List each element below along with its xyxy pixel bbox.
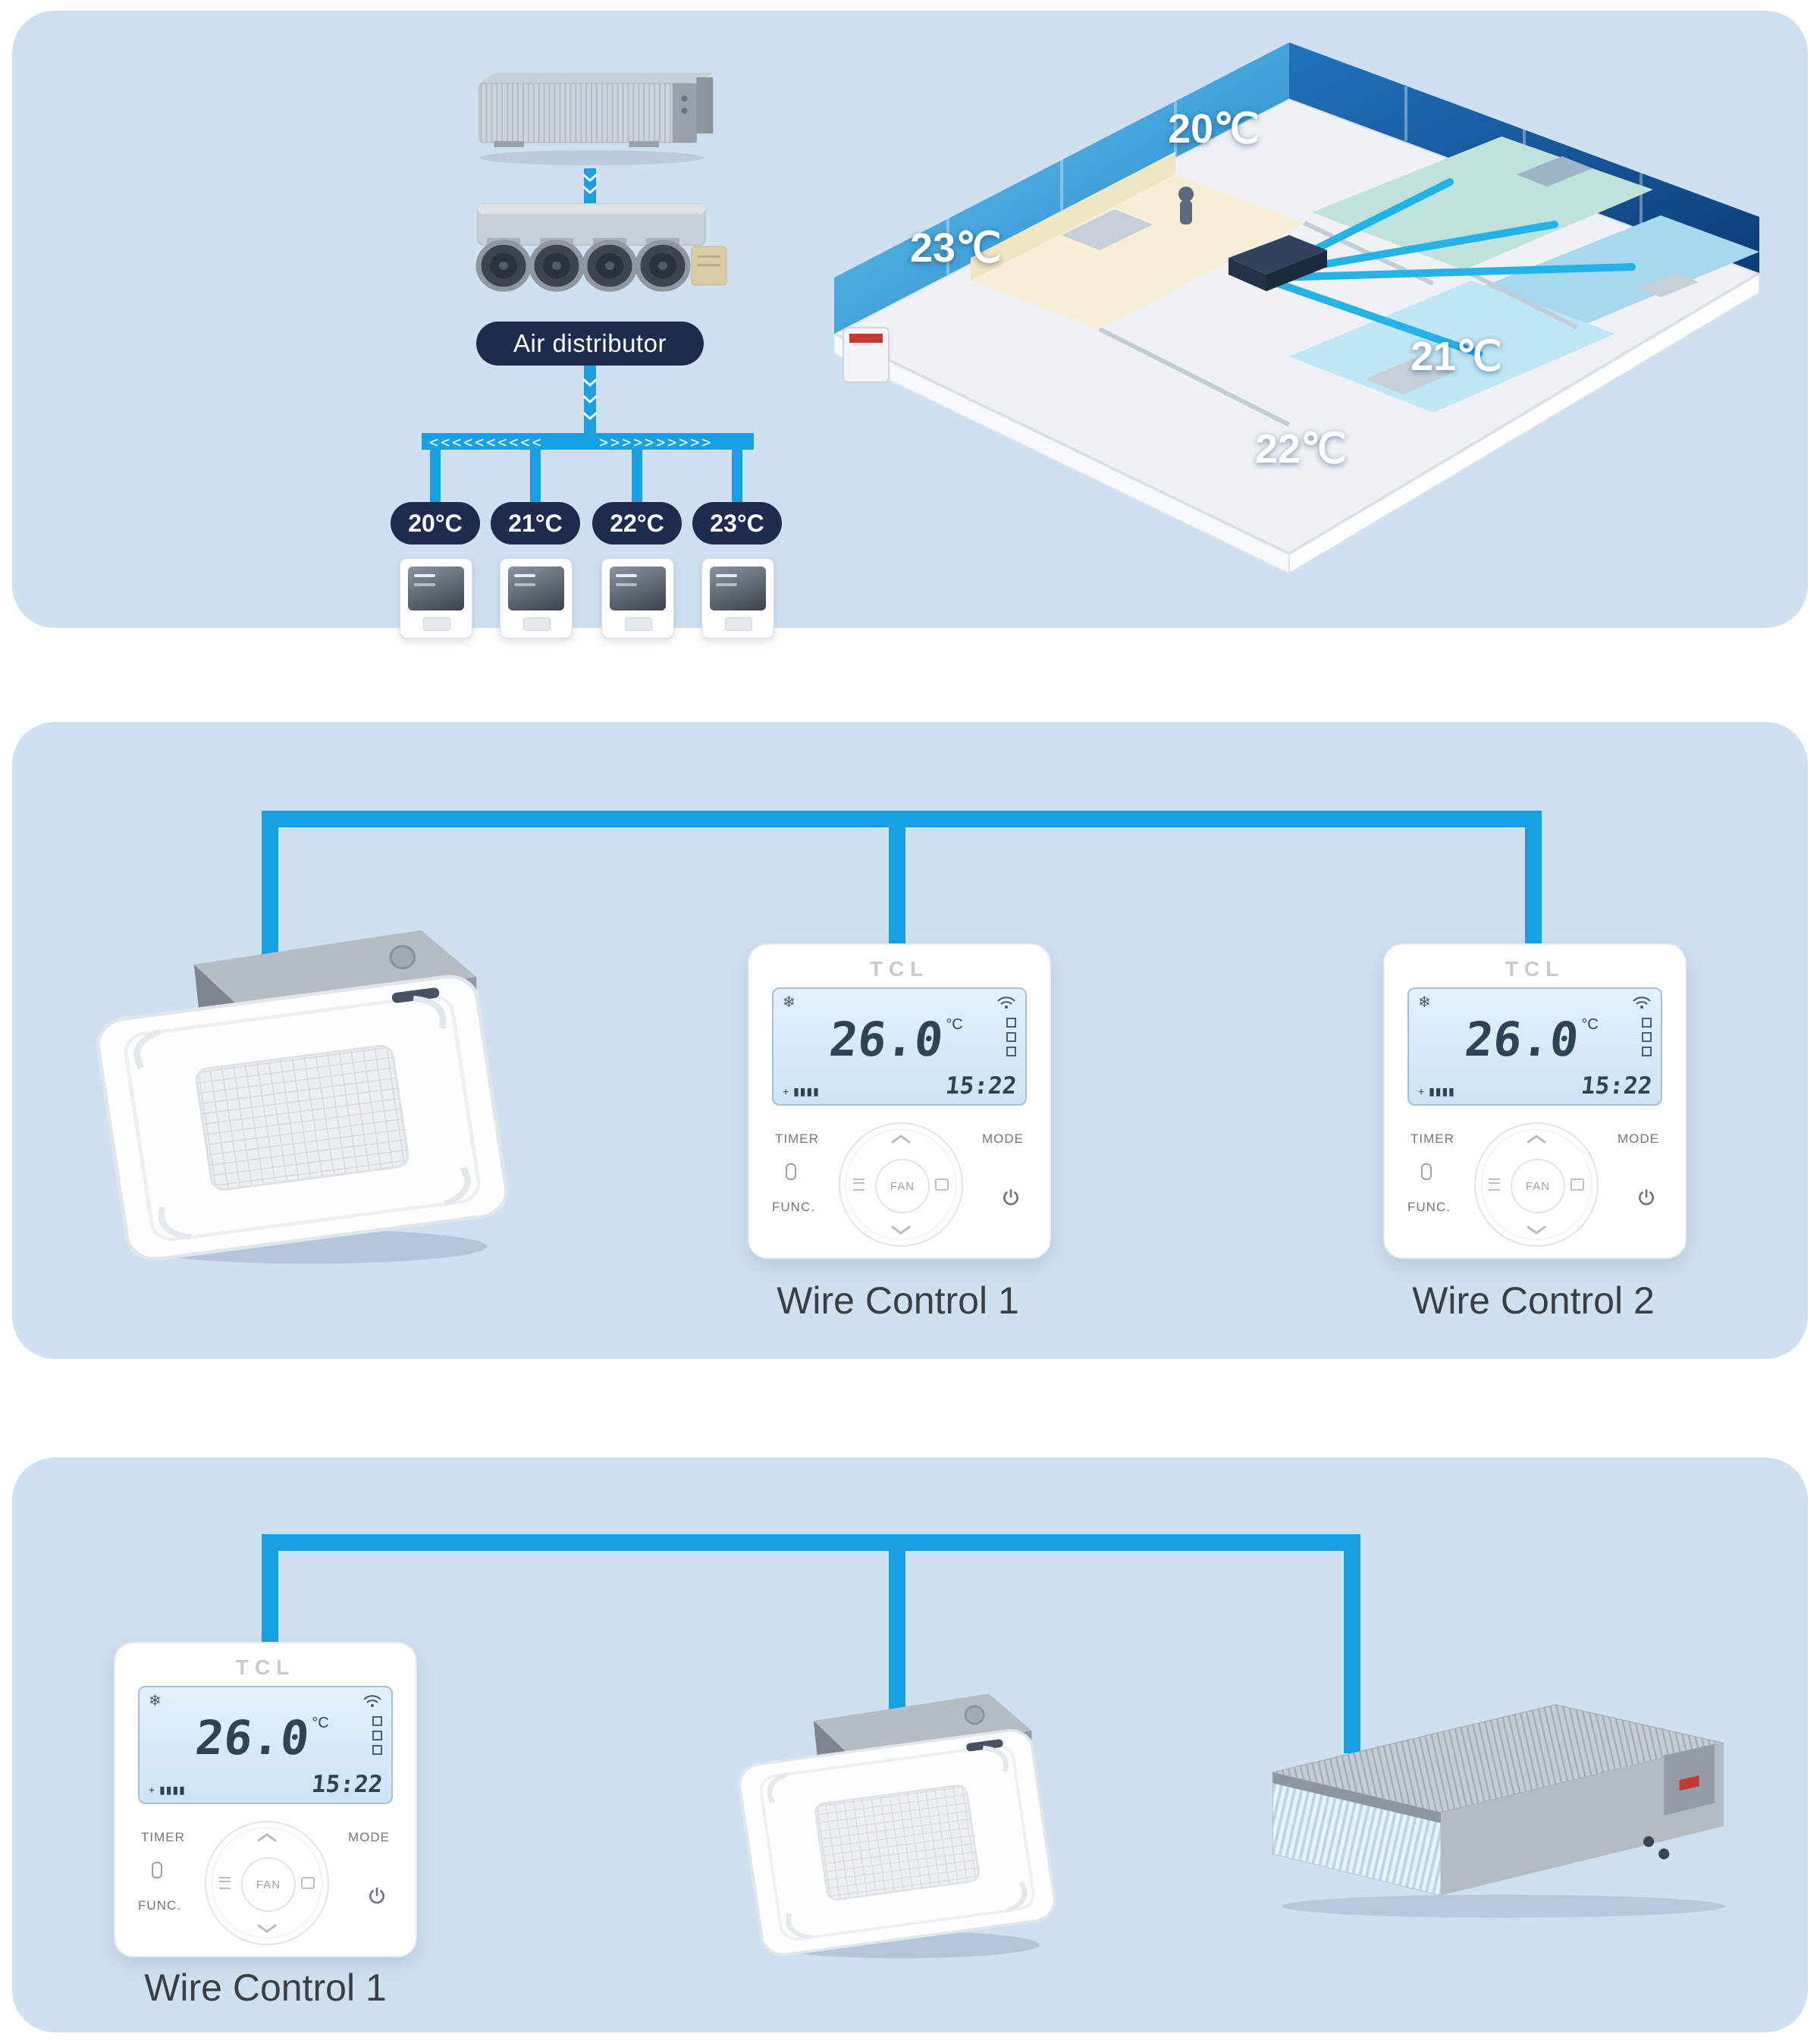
menu-icon bbox=[853, 1178, 864, 1191]
fan-button: FAN bbox=[1511, 1159, 1565, 1213]
room-temp-label: 21℃ bbox=[1410, 334, 1502, 379]
temperature-unit: °C bbox=[946, 1016, 963, 1033]
wire-control-2-caption: Wire Control 2 bbox=[1412, 1279, 1655, 1322]
func-label: FUNC. bbox=[138, 1898, 181, 1913]
swing-icon bbox=[935, 1178, 949, 1191]
sensor-icon bbox=[152, 1862, 162, 1878]
room-temp-label: 22℃ bbox=[1255, 426, 1347, 472]
swing-icon bbox=[1571, 1178, 1584, 1191]
menu-icon bbox=[219, 1877, 231, 1889]
mini-controller-screen bbox=[408, 566, 464, 610]
func-label: FUNC. bbox=[772, 1200, 815, 1214]
chevron-up-icon bbox=[891, 1135, 911, 1144]
chevron-down-icon bbox=[1527, 1226, 1546, 1235]
func-label: FUNC. bbox=[1407, 1200, 1451, 1214]
temperature-readout: 26.0 bbox=[1462, 1012, 1582, 1067]
room-temp-label: 20℃ bbox=[1168, 106, 1260, 152]
controller-dial: FAN bbox=[205, 1821, 329, 1945]
mode-label: MODE bbox=[1618, 1131, 1659, 1146]
power-icon bbox=[1639, 1188, 1654, 1206]
ducted-unit-illustration bbox=[1272, 1704, 1725, 1918]
lcd-status-icons bbox=[1642, 1018, 1652, 1056]
wifi-icon bbox=[363, 1695, 381, 1707]
tcl-logo: TCL bbox=[869, 957, 930, 981]
cassette-unit-illustration bbox=[96, 930, 509, 1264]
temperature-unit: °C bbox=[1581, 1016, 1599, 1033]
temperature-readout: 26.0 bbox=[193, 1710, 312, 1765]
chevron-up-icon bbox=[1527, 1135, 1546, 1144]
fan-level-bars: + ▮▮▮▮ bbox=[783, 1085, 820, 1097]
temperature-readout: 26.0 bbox=[827, 1012, 946, 1067]
power-icon bbox=[1003, 1188, 1018, 1206]
mini-controller bbox=[601, 558, 674, 639]
mini-controller bbox=[500, 558, 573, 639]
mini-controller bbox=[701, 558, 774, 639]
ducted-unit-illustration bbox=[479, 73, 714, 165]
snowflake-icon: ❄ bbox=[149, 1693, 162, 1709]
wire-control-1-caption: Wire Control 1 bbox=[777, 1279, 1019, 1322]
mini-controller-button bbox=[625, 617, 652, 631]
timer-label: TIMER bbox=[1410, 1131, 1454, 1146]
mini-controller bbox=[400, 558, 472, 639]
building-cutaway-illustration bbox=[830, 42, 1763, 575]
tcl-logo: TCL bbox=[1505, 957, 1565, 981]
controller-dial: FAN bbox=[839, 1122, 963, 1247]
wifi-icon bbox=[997, 996, 1015, 1009]
swing-icon bbox=[301, 1877, 315, 1889]
fan-button: FAN bbox=[875, 1159, 930, 1213]
clock-readout: 15:22 bbox=[1579, 1072, 1653, 1100]
room-temp-label: 23℃ bbox=[910, 225, 1002, 271]
wire-control-1-caption: Wire Control 1 bbox=[144, 1966, 387, 2009]
lcd-status-icons bbox=[372, 1716, 382, 1755]
air-distributor-illustration bbox=[475, 203, 727, 292]
timer-label: TIMER bbox=[775, 1131, 819, 1146]
tcl-logo: TCL bbox=[235, 1656, 296, 1679]
controller-dial: FAN bbox=[1474, 1122, 1599, 1247]
mini-controller-button bbox=[725, 617, 752, 631]
mode-label: MODE bbox=[348, 1830, 390, 1844]
chevron-up-icon bbox=[257, 1833, 277, 1842]
controller-lcd: ❄ 26.0°C + ▮▮▮▮ 15:22 bbox=[1407, 987, 1662, 1106]
mini-controller-button bbox=[523, 617, 551, 631]
mini-controller-screen bbox=[610, 566, 666, 610]
temp-badge: 23°C bbox=[692, 502, 782, 545]
sensor-icon bbox=[1421, 1163, 1432, 1180]
mini-controller-screen bbox=[710, 566, 766, 610]
wifi-icon bbox=[1633, 996, 1651, 1009]
snowflake-icon: ❄ bbox=[1418, 994, 1431, 1011]
fan-level-bars: + ▮▮▮▮ bbox=[1418, 1085, 1455, 1097]
fan-button: FAN bbox=[241, 1857, 296, 1912]
wire-controller-1: TCL ❄ 26.0°C + ▮▮▮▮ 15:22 TIMER MODE FUN… bbox=[748, 943, 1051, 1259]
mini-controller-button bbox=[423, 617, 450, 631]
power-icon bbox=[369, 1887, 384, 1904]
mode-label: MODE bbox=[982, 1131, 1024, 1146]
wire-controller-3: TCL ❄ 26.0°C + ▮▮▮▮ 15:22 TIMER MODE FUN… bbox=[114, 1642, 417, 1957]
temp-badge: 20°C bbox=[391, 502, 480, 545]
controller-lcd: ❄ 26.0°C + ▮▮▮▮ 15:22 bbox=[138, 1686, 393, 1804]
fan-level-bars: + ▮▮▮▮ bbox=[149, 1784, 186, 1796]
temp-badge: 21°C bbox=[491, 502, 580, 545]
temp-badge: 22°C bbox=[592, 502, 682, 545]
snowflake-icon: ❄ bbox=[783, 994, 795, 1011]
controller-lcd: ❄ 26.0°C + ▮▮▮▮ 15:22 bbox=[772, 987, 1027, 1106]
chevron-down-icon bbox=[891, 1226, 911, 1235]
lcd-status-icons bbox=[1006, 1018, 1016, 1056]
clock-readout: 15:22 bbox=[943, 1072, 1018, 1100]
menu-icon bbox=[1489, 1178, 1500, 1191]
cassette-unit-illustration bbox=[738, 1693, 1056, 1959]
sensor-icon bbox=[786, 1163, 796, 1180]
timer-label: TIMER bbox=[141, 1830, 185, 1844]
chevron-down-icon bbox=[257, 1924, 277, 1933]
clock-readout: 15:22 bbox=[309, 1771, 384, 1798]
wire-controller-2: TCL ❄ 26.0°C + ▮▮▮▮ 15:22 TIMER MODE FUN… bbox=[1383, 943, 1687, 1259]
mini-controller-screen bbox=[508, 566, 564, 610]
air-distributor-label: Air distributor bbox=[476, 322, 704, 366]
temperature-unit: °C bbox=[312, 1715, 329, 1731]
